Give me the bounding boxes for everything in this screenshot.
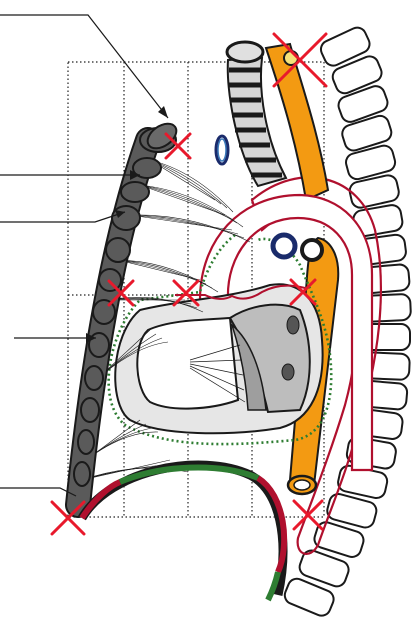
leader-line-5 xyxy=(0,488,76,496)
sternum-segment xyxy=(106,238,130,262)
pulmonary-vein-ring xyxy=(302,240,322,260)
leader-line-3 xyxy=(0,212,125,222)
sternum-segment xyxy=(78,430,94,454)
heart-inner xyxy=(137,318,238,409)
pulmonary-artery-ring xyxy=(273,235,295,257)
sternum-segment xyxy=(112,206,140,230)
sternum-segment xyxy=(74,462,90,486)
valve-dot-lower xyxy=(282,364,294,380)
valve-dot-upper xyxy=(287,316,299,334)
sternum-segment xyxy=(85,366,103,390)
sternum-segment xyxy=(121,182,149,202)
sternum-segment xyxy=(81,398,99,422)
cross-marker xyxy=(294,501,322,529)
leader-line-1 xyxy=(0,15,168,118)
diaphragm xyxy=(82,465,284,600)
